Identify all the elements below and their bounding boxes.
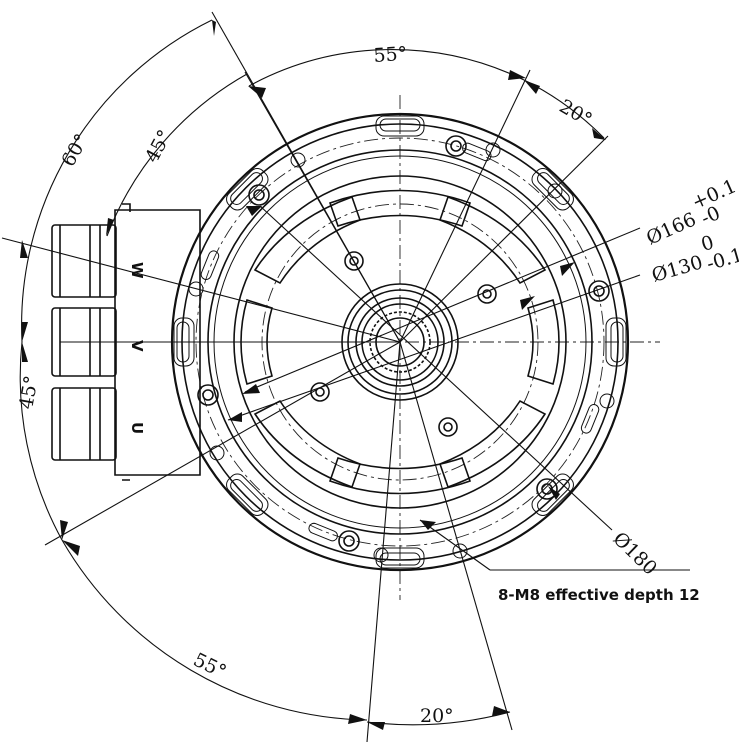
diameter-166-label: Ø166 +0.1 -0 [643, 175, 739, 249]
diameter-leaders [227, 205, 690, 571]
outer-bolt-holes [197, 135, 610, 552]
bolt-hole [445, 135, 467, 157]
angle-bottom-55: 55° [190, 649, 230, 684]
bolt-hole [197, 384, 219, 406]
extension-lines [1, 11, 609, 743]
angle-top-20: 20° [556, 95, 596, 131]
arrowheads [20, 20, 606, 730]
bolt-hole [338, 530, 360, 552]
diameter-180: Ø180 [609, 528, 662, 580]
diameter-130: Ø130 [649, 251, 705, 286]
rim-slots [173, 115, 627, 569]
phase-label-v: V [128, 340, 146, 352]
diameter-130-tol-upper: 0 [699, 232, 717, 256]
dimension-arcs [19, 19, 605, 726]
angle-top-55: 55° [373, 43, 408, 67]
inner-holes [310, 251, 497, 437]
angle-left-45-lower: 45° [15, 374, 43, 411]
angle-bottom-20: 20° [420, 705, 454, 727]
phase-label-u: U [128, 422, 146, 434]
phase-label-w: W [128, 262, 146, 279]
bolt-hole [248, 184, 270, 206]
window-segments [240, 189, 560, 495]
angle-left-45-upper: 45° [141, 126, 176, 166]
threaded-holes [188, 142, 615, 563]
diameter-166: Ø166 [643, 208, 699, 249]
thread-note: 8-M8 effective depth 12 [498, 586, 700, 604]
